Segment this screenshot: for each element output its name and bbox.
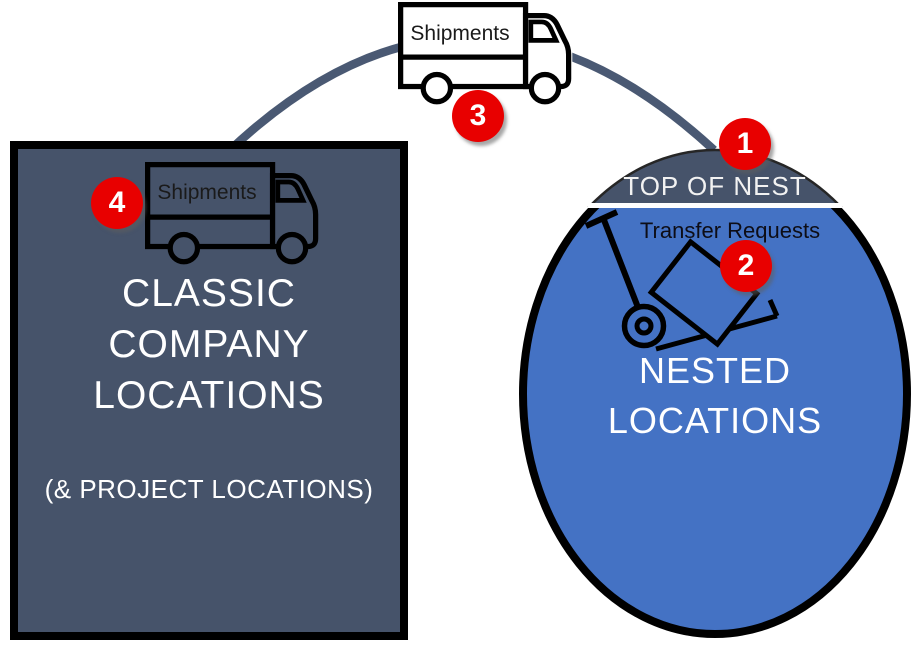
transfer-requests-label: Transfer Requests bbox=[639, 218, 821, 243]
internal-truck-label: Shipments bbox=[157, 181, 257, 204]
classic-title-line-1: CLASSIC bbox=[122, 272, 296, 315]
nested-ellipse-title: NESTED LOCATIONS bbox=[519, 346, 911, 446]
classic-title-line-2: COMPANY bbox=[108, 323, 310, 366]
badge-2: 2 bbox=[720, 240, 772, 292]
nested-title-line-2: LOCATIONS bbox=[607, 400, 823, 441]
shipments-truck-icon bbox=[398, 2, 573, 105]
badge-4: 4 bbox=[91, 177, 143, 229]
classic-title-line-3: LOCATIONS bbox=[93, 374, 325, 417]
internal-shipments-truck-icon bbox=[145, 162, 319, 265]
classic-box-title: CLASSIC COMPANY LOCATIONS bbox=[10, 268, 408, 421]
top-of-nest-label: TOP OF NEST bbox=[623, 171, 807, 201]
top-truck-label: Shipments bbox=[410, 22, 510, 45]
classic-box-subtitle: (& PROJECT LOCATIONS) bbox=[44, 474, 374, 504]
nested-title-line-1: NESTED bbox=[638, 350, 792, 391]
badge-3: 3 bbox=[452, 90, 504, 142]
hand-truck-icon bbox=[584, 209, 780, 352]
badge-1: 1 bbox=[719, 118, 771, 170]
